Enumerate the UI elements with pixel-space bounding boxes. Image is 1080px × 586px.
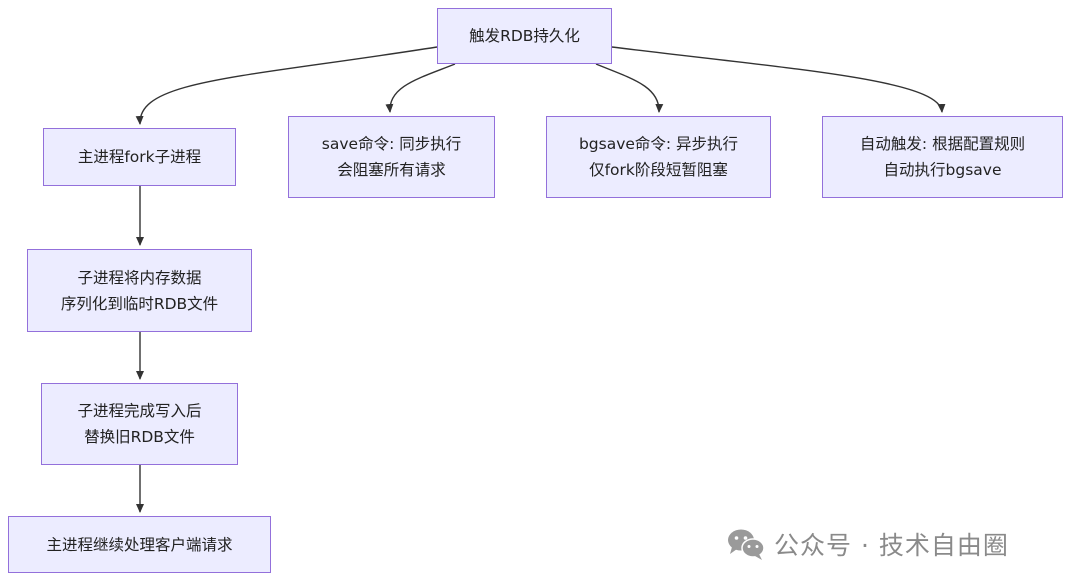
node-save-command: save命令: 同步执行 会阻塞所有请求: [288, 116, 495, 198]
node-trigger-rdb-label: 触发RDB持久化: [469, 27, 580, 45]
node-serialize: 子进程将内存数据 序列化到临时RDB文件: [27, 249, 252, 332]
edge-root-to-fork: [135, 46, 438, 125]
edge-root-to-save: [385, 63, 456, 113]
node-save-line2: 会阻塞所有请求: [337, 161, 446, 179]
node-replace-line1: 子进程完成写入后: [77, 402, 202, 420]
node-bgsave-command: bgsave命令: 异步执行 仅fork阶段短暂阻塞: [546, 116, 771, 198]
node-fork-child-label: 主进程fork子进程: [77, 148, 202, 166]
node-serialize-line1: 子进程将内存数据: [77, 268, 202, 287]
node-fork-child: 主进程fork子进程: [43, 128, 236, 186]
node-replace-line2: 替换旧RDB文件: [84, 428, 195, 446]
watermark: 公众号 · 技术自由圈: [726, 526, 1009, 562]
edge-root-to-auto: [611, 46, 946, 113]
node-bgsave-line1: bgsave命令: 异步执行: [578, 135, 739, 153]
node-serialize-line2: 序列化到临时RDB文件: [60, 294, 219, 313]
node-bgsave-line2: 仅fork阶段短暂阻塞: [589, 161, 728, 179]
node-continue-label: 主进程继续处理客户端请求: [46, 535, 233, 554]
node-auto-line1: 自动触发: 根据配置规则: [859, 135, 1026, 153]
node-continue: 主进程继续处理客户端请求: [8, 516, 271, 573]
node-save-line1: save命令: 同步执行: [321, 135, 462, 153]
wechat-icon: [726, 527, 766, 561]
edge-root-to-bgsave: [595, 63, 664, 113]
node-auto-line2: 自动执行bgsave: [883, 161, 1002, 179]
node-replace: 子进程完成写入后 替换旧RDB文件: [41, 383, 238, 465]
node-auto-trigger: 自动触发: 根据配置规则 自动执行bgsave: [822, 116, 1063, 198]
watermark-text: 公众号 · 技术自由圈: [774, 531, 1009, 560]
node-trigger-rdb: 触发RDB持久化: [437, 8, 612, 64]
